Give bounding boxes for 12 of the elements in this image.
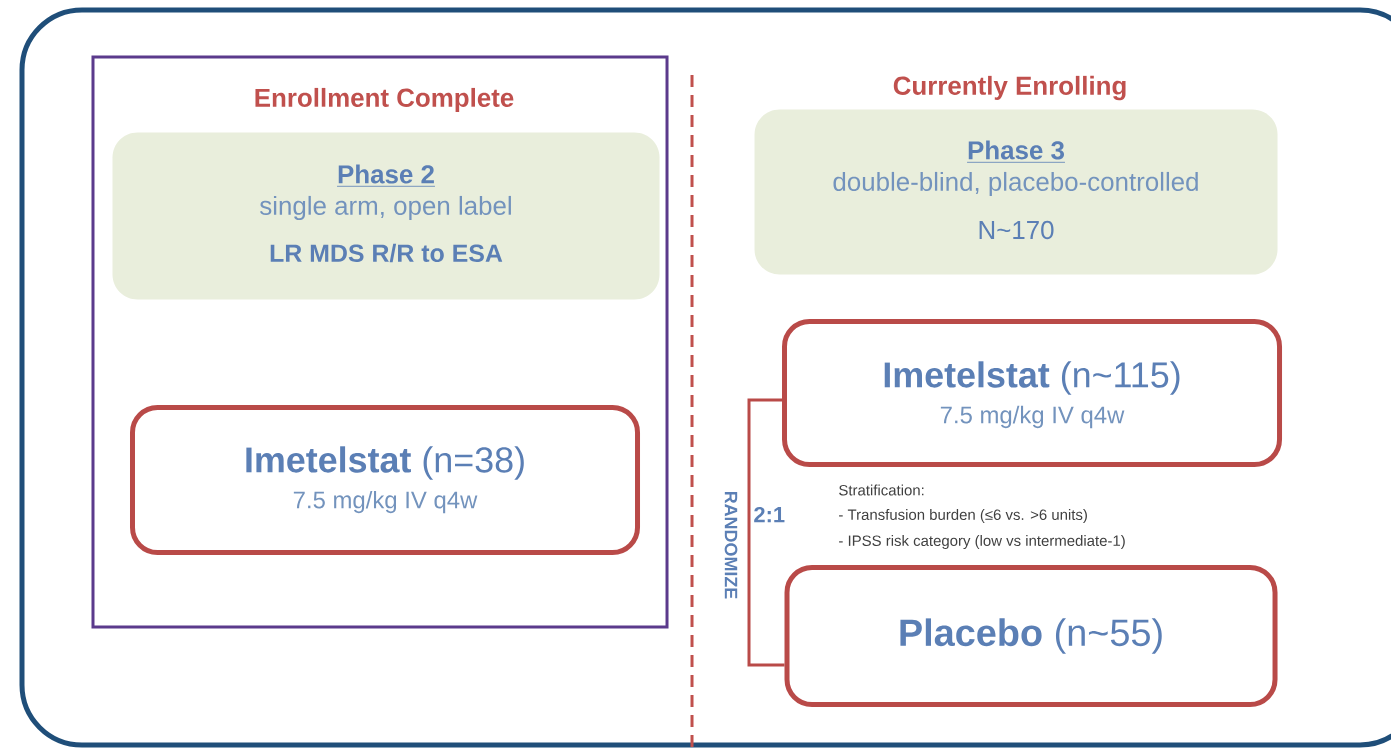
ratio-label: 2:1 (751, 504, 788, 525)
vertical-label: RANDOMIZE (724, 491, 738, 599)
note-text: - Transfusion burden (≤6 vs. >6 units) (839, 509, 1087, 523)
phase-box: Currently Enrolling Phase 3 double-blind, placebo-controlled N~170 (754, 75, 1278, 275)
phase-box: Phase 2 single arm, open label LR MDS R/R to ESA (112, 132, 660, 300)
treatment-arm-box: Placebo (n~55) (784, 565, 1278, 707)
note-text: - IPSS risk category (low vs intermediate-1) (839, 535, 1125, 549)
section-heading: Currently Enrolling (893, 75, 1126, 101)
bracket-connector (747, 398, 785, 667)
note-text: Stratification: (839, 484, 924, 496)
treatment-arm-box: Imetelstat (n~115) 7.5 mg/kg IV q4w (782, 319, 1283, 467)
treatment-arm-box: Imetelstat (n=38) 7.5 mg/kg IV q4w (130, 405, 640, 555)
